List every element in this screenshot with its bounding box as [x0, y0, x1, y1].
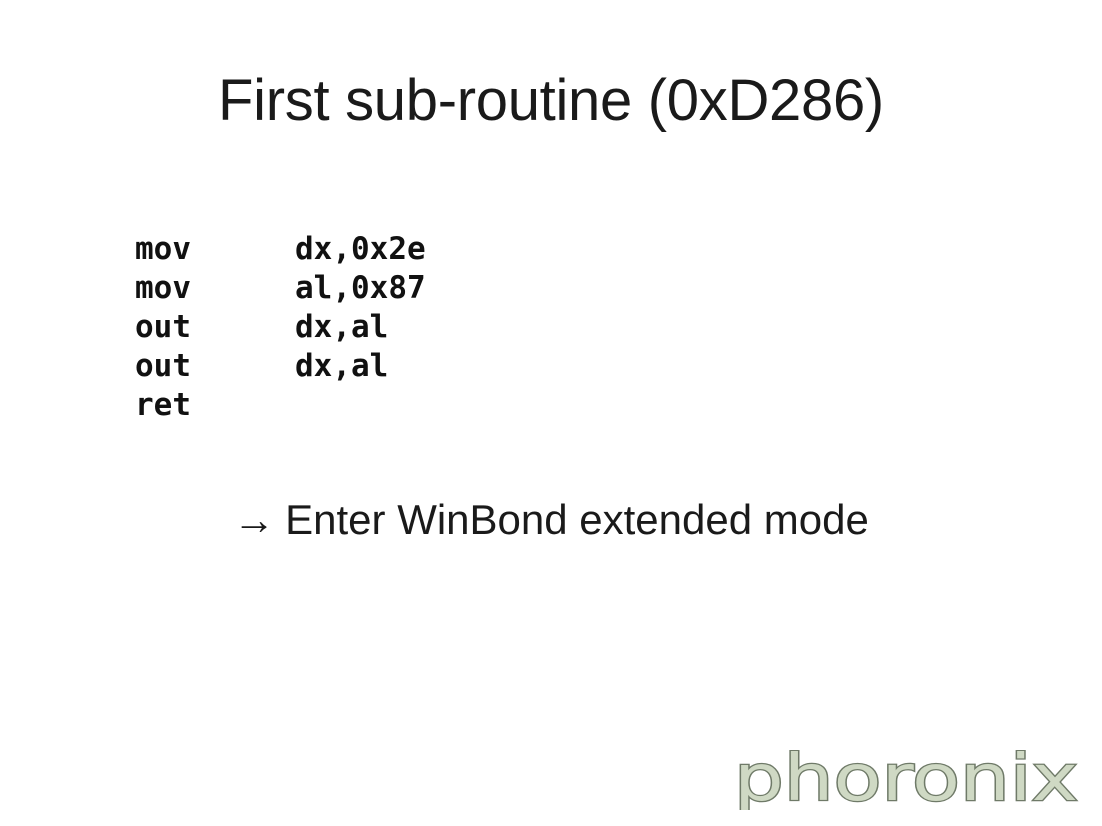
caption-text: Enter WinBond extended mode: [285, 496, 869, 543]
code-block: mov dx,0x2e mov al,0x87 out dx,al out dx…: [135, 230, 426, 425]
code-line: out dx,al: [135, 308, 426, 347]
logo-wordmark: phoronix: [734, 750, 1078, 810]
code-operands: dx,al: [295, 309, 389, 345]
code-instruction: ret: [135, 387, 191, 423]
code-instruction: out: [135, 348, 191, 384]
code-operands: dx,0x2e: [295, 231, 426, 267]
code-instruction: mov: [135, 270, 191, 306]
right-arrow-icon: →: [233, 496, 276, 543]
code-line: mov al,0x87: [135, 269, 426, 308]
slide-title: First sub-routine (0xD286): [218, 68, 884, 133]
code-line: ret: [135, 386, 426, 425]
code-line: out dx,al: [135, 347, 426, 386]
slide-caption: →Enter WinBond extended mode: [0, 494, 1102, 546]
code-instruction: mov: [135, 231, 191, 267]
code-line: mov dx,0x2e: [135, 230, 426, 269]
phoronix-logo: phoronix: [733, 750, 1080, 810]
code-operands: al,0x87: [295, 270, 426, 306]
code-instruction: out: [135, 309, 191, 345]
code-operands: dx,al: [295, 348, 389, 384]
